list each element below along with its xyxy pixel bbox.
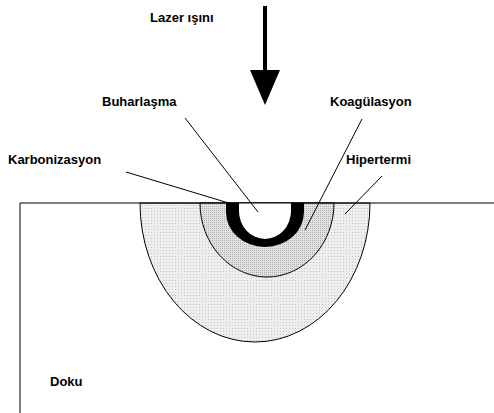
laser-arrow-shaft: [263, 6, 267, 74]
zone-label: Buharlaşma: [102, 94, 176, 110]
laser-arrowhead: [250, 70, 280, 105]
carbonization-zone: [226, 203, 304, 247]
leader-line: [126, 172, 232, 204]
tissue-label: Doku: [50, 374, 83, 390]
vaporization-crater: [239, 203, 291, 239]
tissue-surface: [20, 203, 494, 204]
zone-label: Hipertermi: [346, 152, 411, 168]
coagulation-zone: [200, 203, 334, 277]
beam-label: Lazer ışını: [150, 10, 214, 26]
hyperthermia-zone: [140, 203, 370, 342]
tissue-edge: [20, 203, 21, 413]
leader-line: [185, 118, 258, 212]
leader-line: [345, 176, 382, 214]
leader-line: [305, 119, 362, 230]
zone-label: Koagülasyon: [330, 94, 412, 110]
zone-label: Karbonizasyon: [8, 152, 101, 168]
